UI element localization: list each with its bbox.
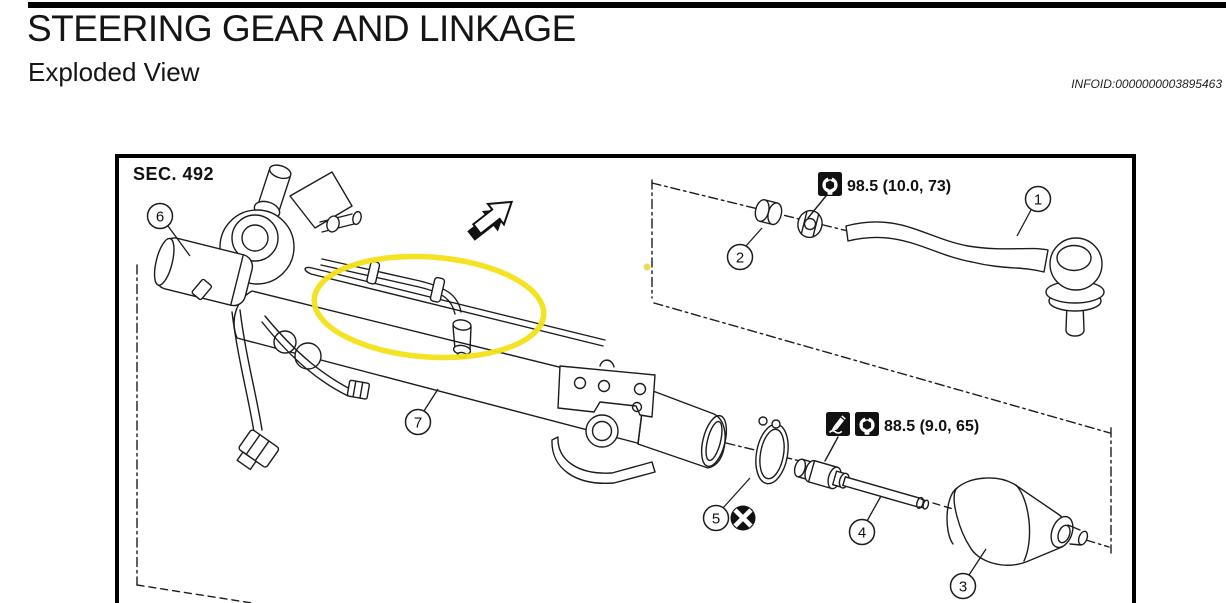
callout-3: 3 (949, 548, 987, 600)
torque-spec-1: 98.5 (10.0, 73) (807, 172, 951, 219)
header-rule (28, 2, 1226, 8)
phantom-boundary-lines (136, 179, 1112, 603)
front-direction-arrow-icon (467, 200, 514, 241)
svg-text:3: 3 (959, 579, 967, 596)
figure-border (115, 154, 1136, 603)
svg-text:7: 7 (414, 415, 422, 432)
torque-value-1: 98.5 (10.0, 73) (847, 178, 951, 195)
boot-part (946, 477, 1089, 566)
outer-tie-rod-part (845, 221, 1105, 337)
do-not-reuse-icon (730, 505, 756, 531)
svg-text:6: 6 (156, 209, 164, 226)
torque-spec-2: 88.5 (9.0, 65) (824, 411, 979, 462)
steering-gear-assembly (153, 164, 728, 484)
callout-4: 4 (848, 495, 882, 546)
washer-part (754, 199, 783, 226)
callout-7: 7 (404, 388, 439, 436)
section-label: SEC. 492 (133, 164, 214, 184)
inner-tie-rod-part (793, 458, 930, 510)
torque-wrench-icon (855, 412, 879, 436)
highlight-dot (643, 263, 651, 271)
nut-part (797, 209, 823, 239)
section-subtitle: Exploded View (28, 57, 200, 87)
torque-wrench-icon (818, 172, 842, 196)
torque-value-2: 88.5 (9.0, 65) (884, 418, 979, 435)
callout-2: 2 (726, 227, 763, 271)
boot-clamp-part (755, 416, 789, 485)
highlight-ellipse (311, 253, 547, 361)
infoid-label: INFOID:0000000003895463 (1071, 77, 1222, 91)
callout-6: 6 (146, 202, 191, 257)
svg-text:5: 5 (712, 511, 720, 528)
svg-text:4: 4 (858, 525, 866, 542)
apply-fluid-icon (825, 411, 851, 437)
callout-5: 5 (702, 477, 751, 532)
svg-text:1: 1 (1034, 192, 1042, 209)
svg-text:2: 2 (736, 250, 744, 267)
callout-1: 1 (1016, 185, 1052, 237)
page-title: STEERING GEAR AND LINKAGE (27, 8, 576, 49)
